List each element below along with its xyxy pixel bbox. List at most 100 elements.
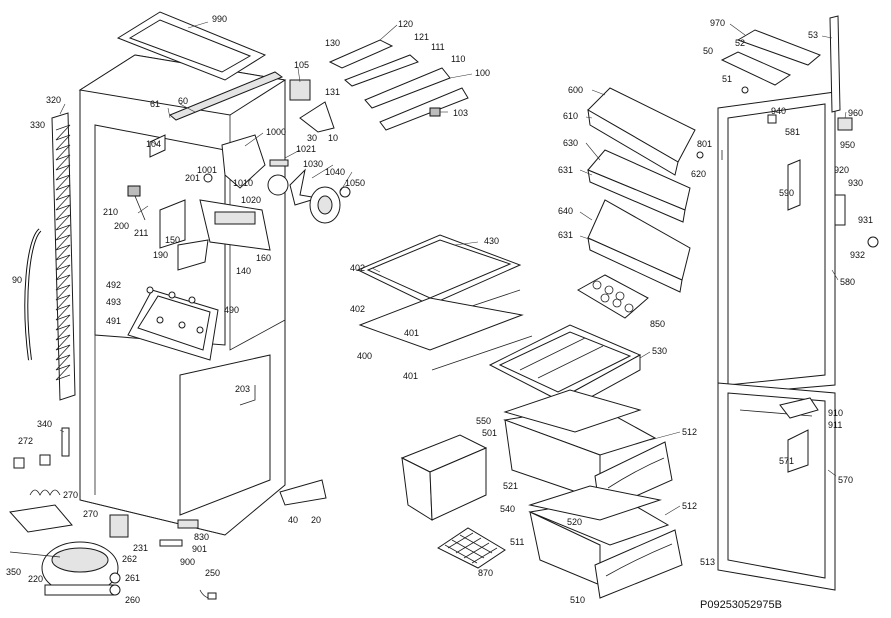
control-box	[127, 185, 271, 271]
part-label: 492	[106, 280, 121, 290]
part-label: 210	[103, 207, 118, 217]
part-label: 350	[6, 567, 21, 577]
part-label: 850	[650, 319, 665, 329]
part-label: 400	[357, 351, 372, 361]
part-label: 320	[46, 95, 61, 105]
part-label: 1030	[303, 159, 323, 169]
part-label: 970	[710, 18, 725, 28]
part-label: 211	[134, 228, 148, 238]
part-label: 610	[563, 111, 578, 121]
part-label: 630	[563, 138, 578, 148]
part-label: 1000	[266, 127, 286, 137]
part-label: 493	[106, 297, 121, 307]
part-label: 491	[106, 316, 121, 326]
part-label: 571	[779, 456, 794, 466]
part-label: 581	[785, 127, 800, 137]
part-label: 520	[567, 517, 582, 527]
part-label: 61	[150, 99, 160, 109]
part-label: 402	[350, 304, 365, 314]
part-label: 201	[185, 173, 200, 183]
part-label: 90	[12, 275, 22, 285]
part-label: 990	[212, 14, 227, 24]
part-label: 330	[30, 120, 45, 130]
crisper-glass-540	[528, 485, 662, 521]
part-label: 262	[122, 554, 137, 564]
part-label: 513	[700, 557, 715, 567]
part-label: 530	[652, 346, 667, 356]
part-label: 631	[558, 230, 573, 240]
part-label: 910	[828, 408, 843, 418]
drawing-code: P09253052975B	[700, 599, 782, 611]
part-label: 801	[697, 139, 712, 149]
part-label: 30	[307, 133, 317, 143]
door-seal-strip	[51, 112, 76, 401]
compressor-assembly	[9, 427, 217, 600]
part-label: 510	[570, 595, 585, 605]
part-label: 121	[414, 32, 429, 42]
part-label: 203	[235, 384, 250, 394]
part-label: 20	[311, 515, 321, 525]
part-label: 570	[838, 475, 853, 485]
part-label: 402	[350, 263, 365, 273]
part-label: 1021	[296, 144, 316, 154]
part-label: 340	[37, 419, 52, 429]
part-label: 160	[256, 253, 271, 263]
part-label: 940	[771, 106, 786, 116]
part-label: 830	[194, 532, 209, 542]
part-label: 1001	[197, 165, 217, 175]
door-racks	[587, 87, 704, 293]
part-label: 501	[482, 428, 497, 438]
part-label: 270	[83, 509, 98, 519]
part-label: 1040	[325, 167, 345, 177]
part-label: 1050	[345, 178, 365, 188]
part-label: 10	[328, 133, 338, 143]
door-top-parts	[720, 15, 879, 419]
part-label: 1020	[241, 195, 261, 205]
ice-tray	[437, 527, 506, 569]
part-label: 1010	[233, 178, 253, 188]
part-label: 640	[558, 206, 573, 216]
part-label: 104	[146, 139, 161, 149]
part-label: 140	[236, 266, 251, 276]
part-label: 103	[453, 108, 468, 118]
light-cover-490	[127, 286, 219, 361]
part-label: 590	[779, 188, 794, 198]
part-label: 931	[858, 215, 873, 225]
thermostat-parts	[289, 39, 469, 133]
part-label: 600	[568, 85, 583, 95]
part-label: 932	[850, 250, 865, 260]
top-rail	[169, 71, 284, 121]
callout-labels: 990 320 330 61 60 104 1000 201 1001 1010…	[6, 14, 873, 605]
part-label: 870	[478, 568, 493, 578]
part-label: 100	[475, 68, 490, 78]
part-label: 270	[63, 490, 78, 500]
bottle-box	[400, 434, 488, 521]
part-label: 150	[165, 235, 180, 245]
hook-203	[239, 385, 256, 406]
fan-assembly	[203, 134, 351, 224]
part-label: 521	[503, 481, 518, 491]
part-label: 550	[476, 416, 491, 426]
part-label: 930	[848, 178, 863, 188]
part-label: 430	[484, 236, 499, 246]
part-label: 272	[18, 436, 33, 446]
crisper-glass-550	[503, 389, 642, 433]
part-label: 960	[848, 108, 863, 118]
part-label: 920	[834, 165, 849, 175]
part-label: 60	[178, 96, 188, 106]
lower-hinge	[279, 479, 327, 506]
part-label: 401	[403, 371, 418, 381]
part-label: 105	[294, 60, 309, 70]
fridge-door	[717, 91, 836, 396]
leader-lines	[59, 21, 847, 516]
top-cover	[116, 11, 267, 81]
part-label: 490	[224, 305, 239, 315]
part-label: 580	[840, 277, 855, 287]
part-label: 900	[180, 557, 195, 567]
part-label: 110	[451, 54, 465, 64]
cabinet-body	[78, 54, 287, 536]
part-label: 190	[153, 250, 168, 260]
part-label: 40	[288, 515, 298, 525]
